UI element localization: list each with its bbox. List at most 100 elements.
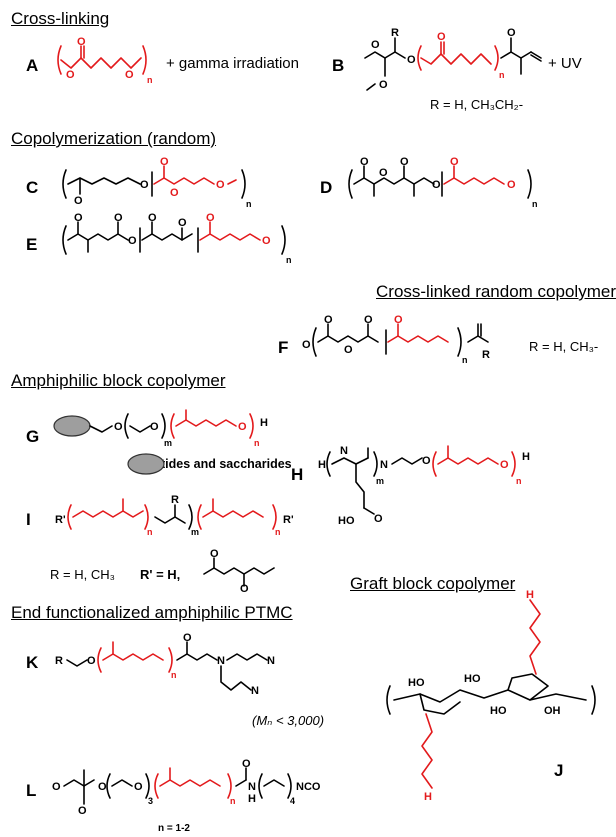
l-n-note: n = 1-2 — [158, 823, 190, 834]
label-e: E — [26, 235, 38, 254]
section-header-amphiphilic-block: Amphiphilic block copolymer — [11, 371, 226, 390]
svg-text:O: O — [98, 781, 107, 793]
structure-i: R' n R m n R' — [55, 494, 294, 537]
section-header-end-functionalized: End functionalized amphiphilic PTMC — [11, 603, 293, 622]
label-k: K — [26, 653, 39, 672]
label-h: H — [291, 465, 304, 484]
svg-text:O: O — [206, 212, 215, 224]
svg-text:O: O — [324, 314, 333, 326]
svg-text:R: R — [391, 27, 399, 39]
structure-l: O O O O 3 n O N H 4 NCO — [52, 758, 321, 817]
svg-text:R': R' — [55, 514, 66, 526]
svg-text:O: O — [87, 655, 96, 667]
svg-text:H: H — [248, 793, 256, 805]
section-header-crosslinking: Cross-linking — [11, 9, 110, 28]
svg-text:n: n — [462, 355, 468, 365]
label-j: J — [554, 761, 564, 780]
svg-text:OH: OH — [544, 705, 561, 717]
svg-text:O: O — [114, 212, 123, 224]
svg-text:O: O — [128, 235, 137, 247]
svg-text:n: n — [171, 670, 177, 680]
svg-text:O: O — [422, 455, 431, 467]
svg-text:O: O — [134, 781, 143, 793]
label-i: I — [26, 510, 31, 529]
svg-text:O: O — [379, 79, 388, 91]
i-rprime-definition: R' = H, — [140, 567, 181, 582]
svg-text:O: O — [170, 187, 179, 199]
svg-text:N: N — [248, 781, 256, 793]
label-c: C — [26, 178, 39, 197]
label-l: L — [26, 781, 37, 800]
svg-text:O: O — [150, 421, 159, 433]
svg-text:O: O — [240, 583, 249, 595]
svg-text:n: n — [516, 476, 522, 486]
svg-text:O: O — [74, 212, 83, 224]
svg-text:n: n — [499, 70, 505, 80]
svg-text:O: O — [374, 513, 383, 525]
svg-text:N: N — [267, 655, 275, 667]
svg-text:n: n — [286, 255, 292, 265]
svg-text:O: O — [432, 179, 441, 191]
svg-text:R: R — [171, 494, 179, 506]
svg-text:O: O — [242, 758, 251, 770]
svg-text:HO: HO — [490, 705, 507, 717]
svg-text:n: n — [230, 796, 236, 806]
structure-g: O O m O n H — [53, 409, 268, 475]
svg-text:NCO: NCO — [296, 781, 321, 793]
svg-text:H: H — [318, 459, 326, 471]
svg-text:O: O — [183, 632, 192, 644]
svg-text:O: O — [507, 179, 516, 191]
svg-text:O: O — [437, 31, 446, 43]
svg-text:O: O — [125, 69, 134, 81]
f-r-definition: R = H, CH₃- — [529, 339, 599, 354]
svg-text:n: n — [147, 527, 153, 537]
svg-text:m: m — [376, 476, 384, 486]
b-uv-text: + UV — [548, 55, 582, 72]
k-mn-note: (Mₙ < 3,000) — [252, 713, 325, 728]
svg-text:O: O — [238, 421, 247, 433]
structure-i-fumarate: O O — [203, 548, 275, 595]
svg-text:O: O — [500, 459, 509, 471]
svg-text:m: m — [191, 527, 199, 537]
svg-text:n: n — [246, 199, 252, 209]
svg-text:HO: HO — [338, 515, 355, 527]
structure-d: O O O O O O n — [348, 156, 538, 209]
section-header-crosslinked-random: Cross-linked random copolymer — [376, 282, 616, 301]
label-f: F — [278, 338, 289, 357]
svg-text:n: n — [532, 199, 538, 209]
svg-text:n: n — [254, 438, 260, 448]
svg-text:O: O — [210, 548, 219, 560]
svg-text:3: 3 — [148, 796, 153, 806]
section-header-graft-block: Graft block copolymer — [350, 574, 516, 593]
svg-text:O: O — [77, 36, 86, 48]
structure-f: O O O O O n R — [302, 314, 490, 365]
svg-text:N: N — [340, 445, 348, 457]
svg-text:O: O — [450, 156, 459, 168]
svg-text:O: O — [66, 69, 75, 81]
svg-text:H: H — [526, 589, 534, 601]
svg-text:R': R' — [283, 514, 294, 526]
svg-text:H: H — [260, 417, 268, 429]
svg-text:O: O — [302, 339, 311, 351]
svg-text:R: R — [482, 349, 490, 361]
svg-text:O: O — [74, 195, 83, 207]
label-b: B — [332, 56, 345, 75]
svg-text:R: R — [55, 655, 63, 667]
svg-text:N: N — [251, 685, 259, 697]
svg-text:HO: HO — [408, 677, 425, 689]
svg-text:H: H — [424, 791, 432, 803]
svg-text:4: 4 — [290, 796, 295, 806]
svg-text:N: N — [217, 655, 225, 667]
svg-text:O: O — [407, 54, 416, 66]
a-gamma-text: + gamma irradiation — [166, 55, 299, 72]
label-a: A — [26, 56, 39, 75]
label-g: G — [26, 427, 40, 446]
structure-b: O R O O O n O — [364, 27, 542, 91]
svg-text:N: N — [380, 459, 388, 471]
structure-j: HO HO HO OH H H — [386, 589, 596, 803]
svg-text:HO: HO — [464, 673, 481, 685]
svg-text:H: H — [522, 451, 530, 463]
structure-h: H N m N O O n H HO O — [318, 445, 530, 527]
svg-text:n: n — [147, 75, 153, 85]
b-r-definition: R = H, CH₃CH₂- — [430, 97, 524, 112]
